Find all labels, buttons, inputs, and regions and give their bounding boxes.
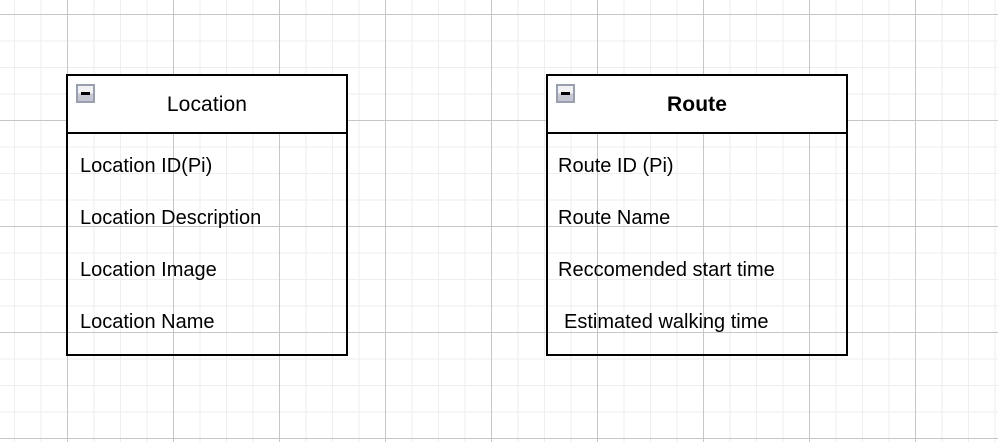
attribute-label: Location Image <box>80 259 217 281</box>
minus-icon[interactable] <box>76 84 95 103</box>
attribute-row[interactable]: Reccomended start time <box>548 244 846 296</box>
entity-location-title: Location <box>166 92 248 116</box>
entity-route-title: Route <box>667 92 727 116</box>
attribute-row[interactable]: Route ID (Pi) <box>548 140 846 192</box>
entity-location-header[interactable]: Location <box>68 76 346 134</box>
attribute-label: Estimated walking time <box>564 311 769 333</box>
entity-route-header[interactable]: Route <box>548 76 846 134</box>
attribute-row[interactable]: Location Description <box>68 192 346 244</box>
entity-route[interactable]: Route Route ID (Pi) Route Name Reccomend… <box>546 74 848 356</box>
attribute-label: Location Description <box>80 207 262 229</box>
attribute-row[interactable]: Route Name <box>548 192 846 244</box>
attribute-label: Location Name <box>80 311 215 333</box>
minus-icon-bar <box>81 92 90 95</box>
attribute-label: Route Name <box>558 207 671 229</box>
attribute-row[interactable]: Estimated walking time <box>548 296 846 348</box>
attribute-row[interactable]: Location Name <box>68 296 346 348</box>
minus-icon[interactable] <box>556 84 575 103</box>
attribute-row[interactable]: Location Image <box>68 244 346 296</box>
entity-route-attribute-list: Route ID (Pi) Route Name Reccomended sta… <box>548 134 846 348</box>
attribute-row[interactable]: Location ID(Pi) <box>68 140 346 192</box>
entity-location[interactable]: Location Location ID(Pi) Location Descri… <box>66 74 348 356</box>
minus-icon-bar <box>561 92 570 95</box>
entity-location-attribute-list: Location ID(Pi) Location Description Loc… <box>68 134 346 348</box>
attribute-label: Route ID (Pi) <box>558 155 674 177</box>
attribute-label: Location ID(Pi) <box>80 155 213 177</box>
attribute-label: Reccomended start time <box>558 259 775 281</box>
